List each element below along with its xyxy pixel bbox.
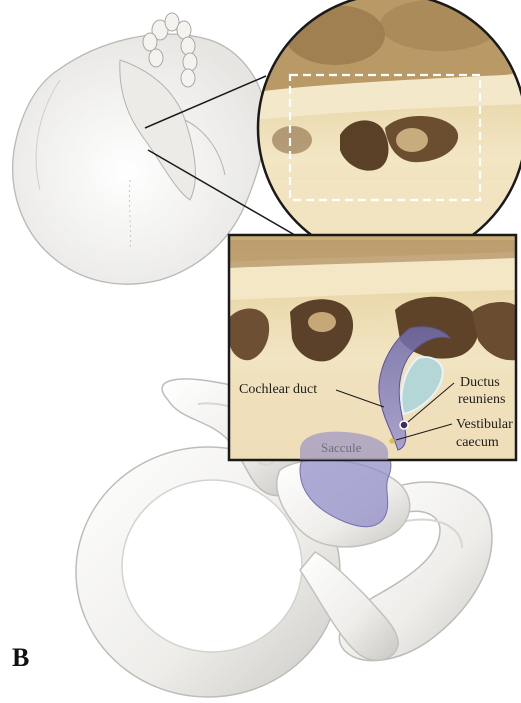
skull-illustration [13,13,266,284]
label-vestibular-line2: caecum [456,435,499,450]
panel-letter: B [12,643,29,672]
ductus-reuniens-marker [400,421,408,429]
label-cochlear-duct: Cochlear duct [239,382,317,397]
label-vestibular-line1: Vestibular [456,417,513,432]
label-ductus-reuniens-line2: reuniens [458,392,505,407]
vestibular-caecum-marker [389,438,394,443]
magnified-circle [255,0,521,270]
label-ductus-reuniens-line1: Ductus [460,375,500,390]
label-saccule: Saccule [321,440,362,455]
